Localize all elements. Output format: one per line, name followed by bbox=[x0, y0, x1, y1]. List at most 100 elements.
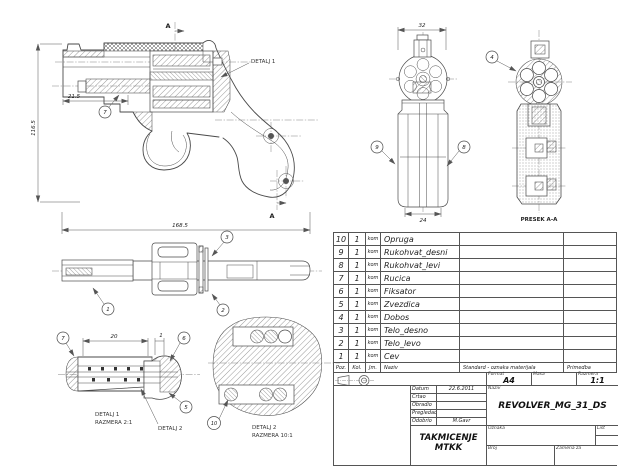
svg-text:5: 5 bbox=[184, 405, 188, 411]
detail1-reference-label: DETALJ 1 bbox=[251, 59, 275, 65]
bom-primedba bbox=[564, 233, 617, 245]
drawing-title: REVOLVER_MG_31_DS bbox=[498, 401, 607, 411]
detail2-view: 10 DETALJ 2 RAZMERA 10:1 bbox=[207, 316, 340, 439]
bom-kol: 1 bbox=[349, 337, 366, 349]
bom-row: 10 1 kom Opruga bbox=[334, 233, 617, 246]
bom-kol: 1 bbox=[349, 272, 366, 284]
bom-row: 7 1 kom Rucica bbox=[334, 272, 617, 285]
bom-primedba bbox=[564, 272, 617, 284]
balloon-4: 4 bbox=[485, 50, 517, 72]
bom-jm: kom bbox=[366, 246, 381, 258]
bom-kol: 1 bbox=[349, 350, 366, 362]
bom-poz: 8 bbox=[334, 259, 349, 271]
bom-poz: 5 bbox=[334, 298, 349, 310]
bom-jm: kom bbox=[366, 259, 381, 271]
bom-naziv: Opruga bbox=[381, 233, 460, 245]
bom-row: 4 1 kom Dobos bbox=[334, 311, 617, 324]
bom-kol: 1 bbox=[349, 259, 366, 271]
organization-name: TAKMICENJE bbox=[419, 433, 478, 443]
bom-naziv: Zvezdica bbox=[381, 298, 460, 310]
bom-standard bbox=[460, 272, 564, 284]
section-aa-view: 4 PRESEK A-A bbox=[485, 30, 572, 223]
drawing-name-cell: Naziv REVOLVER_MG_31_DS bbox=[487, 386, 618, 426]
dim-overall-length: 168.5 bbox=[172, 223, 188, 229]
organization-name-line2: MTKK bbox=[434, 443, 463, 453]
bom-jm: kom bbox=[366, 272, 381, 284]
meta-value bbox=[437, 394, 486, 401]
bom-row: 8 1 kom Rukohvat_levi bbox=[334, 259, 617, 272]
mass-cell: Masa bbox=[532, 372, 577, 385]
sheet-cells: List bbox=[596, 426, 618, 445]
bom-naziv: Cev bbox=[381, 350, 460, 362]
sheet-cell: List bbox=[596, 426, 618, 436]
bom-poz: 4 bbox=[334, 311, 349, 323]
balloon-8: 8 bbox=[446, 140, 471, 167]
meta-label: Pregledao bbox=[412, 410, 437, 417]
bom-jm: kom bbox=[366, 311, 381, 323]
parts-list: 10 1 kom Opruga 9 1 kom Rukohvat_desni 8… bbox=[333, 232, 617, 373]
meta-row: Obradio bbox=[411, 402, 486, 410]
section-aa-label: PRESEK A-A bbox=[521, 217, 558, 223]
bom-naziv: Telo_desno bbox=[381, 324, 460, 336]
bom-header-row: Poz. Kol. Jm. Naziv Standard - oznaka ma… bbox=[334, 363, 617, 373]
balloon-9: 9 bbox=[370, 140, 396, 165]
bom-header-jm: Jm. bbox=[366, 363, 381, 372]
meta-row: Pregledao bbox=[411, 410, 486, 418]
sheet-count-cell bbox=[596, 436, 618, 445]
balloon-10: 10 bbox=[207, 399, 229, 430]
number-label: Broj bbox=[488, 446, 497, 451]
meta-label: Odobrio bbox=[411, 418, 437, 425]
scale-label: Razmera bbox=[578, 372, 599, 377]
organization-cell: TAKMICENJE MTKK bbox=[411, 426, 486, 466]
grip-screw-top bbox=[263, 128, 279, 144]
bom-header-kol: Kol. bbox=[349, 363, 366, 372]
top-view: 3 1 2 bbox=[52, 230, 322, 317]
bom-standard bbox=[460, 285, 564, 297]
bom-standard bbox=[460, 259, 564, 271]
bom-kol: 1 bbox=[349, 311, 366, 323]
bom-naziv: Telo_levo bbox=[381, 337, 460, 349]
balloon-3: 3 bbox=[211, 230, 234, 257]
replacement-label: Zamena za bbox=[556, 446, 582, 451]
balloon-5: 5 bbox=[168, 392, 193, 414]
dim-20: 20 bbox=[111, 334, 118, 340]
bom-standard bbox=[460, 337, 564, 349]
bom-naziv: Rukohvat_levi bbox=[381, 259, 460, 271]
svg-text:9: 9 bbox=[375, 145, 379, 151]
meta-value: 22.6.2011 bbox=[448, 386, 475, 392]
meta-value: M.Gavr bbox=[452, 418, 471, 424]
bom-header-primedba: Primedba bbox=[564, 363, 617, 372]
designation-cell: Oznaka bbox=[487, 426, 596, 445]
dim-front-length: 21.5 bbox=[68, 94, 81, 100]
bom-primedba bbox=[564, 285, 617, 297]
bom-jm: kom bbox=[366, 324, 381, 336]
meta-label: Crtao bbox=[411, 394, 437, 401]
balloon-2: 2 bbox=[211, 293, 230, 317]
bom-poz: 10 bbox=[334, 233, 349, 245]
meta-value bbox=[437, 410, 486, 417]
detail1-scale: RAZMERA 2:1 bbox=[95, 420, 132, 426]
svg-text:6: 6 bbox=[182, 336, 186, 342]
bom-standard bbox=[460, 246, 564, 258]
dim-width-top: 32 bbox=[419, 23, 426, 29]
svg-text:1: 1 bbox=[106, 307, 110, 313]
detail1-title: DETALJ 1 bbox=[95, 412, 119, 418]
bom-kol: 1 bbox=[349, 233, 366, 245]
sheet-label: List bbox=[597, 426, 605, 431]
main-side-view: A A 21.5 116.5 168.5 DETALJ 1 7 bbox=[31, 22, 318, 234]
drawing-name-label: Naziv bbox=[488, 386, 501, 391]
title-block-spare-cell bbox=[334, 386, 411, 466]
bom-primedba bbox=[564, 311, 617, 323]
balloon-7-detail: 7 bbox=[56, 331, 75, 357]
meta-label: Obradio bbox=[411, 402, 437, 409]
bom-naziv: Rucica bbox=[381, 272, 460, 284]
scale-value: 1:1 bbox=[590, 376, 605, 385]
bom-jm: kom bbox=[366, 233, 381, 245]
svg-text:3: 3 bbox=[225, 235, 229, 241]
front-view: 32 24 9 8 bbox=[370, 23, 471, 224]
section-letter-top: A bbox=[165, 22, 170, 30]
bom-naziv: Dobos bbox=[381, 311, 460, 323]
bom-standard bbox=[460, 233, 564, 245]
